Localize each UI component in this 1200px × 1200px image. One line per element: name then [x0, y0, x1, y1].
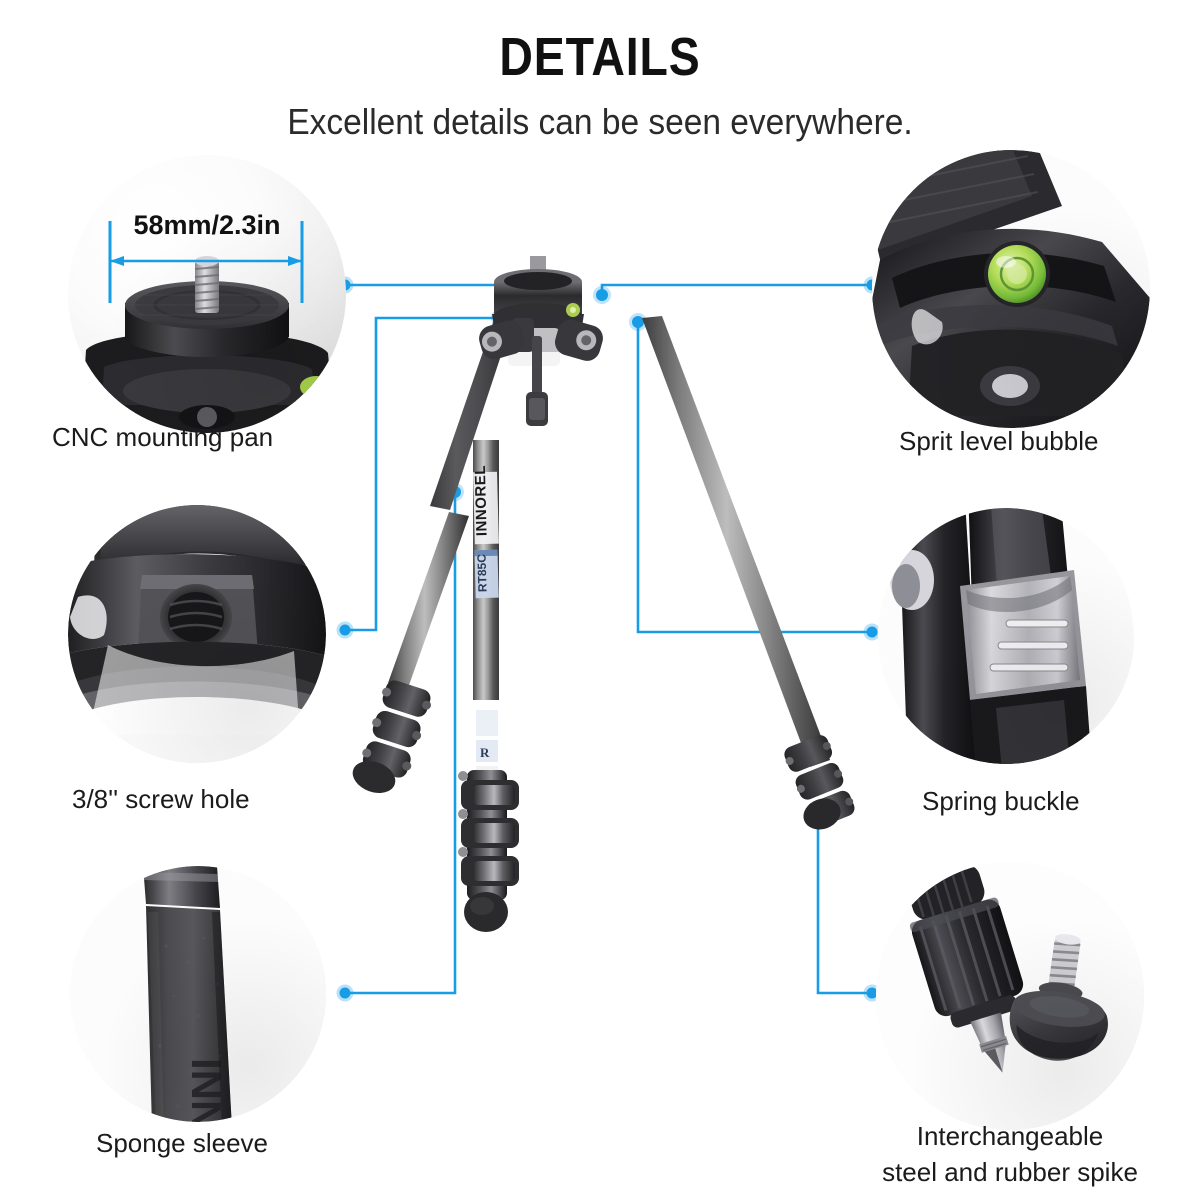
caption-spring-buckle: Spring buckle	[922, 786, 1080, 816]
sprit-level-bubble-image	[872, 150, 1150, 428]
wire-dot	[339, 624, 351, 636]
caption-interchangeable-spike: Interchangeable steel and rubber spike	[876, 1118, 1144, 1190]
callout-bubble-spring-buckle	[878, 508, 1134, 764]
cnc-mounting-pan-image	[80, 256, 336, 433]
caption-sponge-sleeve: Sponge sleeve	[96, 1128, 269, 1158]
anchor-dot-buckle	[632, 316, 644, 328]
caption-screw-hole: 3/8'' screw hole	[72, 784, 250, 814]
right-leg	[642, 316, 855, 830]
center-column-flip-locks	[458, 770, 519, 932]
wire-sponge-sleeve	[345, 492, 457, 995]
spring-buckle-image	[878, 508, 1134, 764]
callout-bubble-spike	[876, 862, 1144, 1130]
sponge-sleeve-image: INN	[70, 866, 326, 1122]
callout-bubble-sprit-level	[872, 150, 1150, 428]
wire-spring-buckle	[636, 322, 872, 634]
brand-text: INNOREL	[472, 465, 491, 536]
wire-screw-hole	[345, 316, 500, 632]
caption-line-2: steel and rubber spike	[882, 1157, 1138, 1187]
spike-image	[876, 862, 1144, 1130]
page-title: DETAILS	[499, 27, 701, 87]
anchor-dot-level	[596, 289, 608, 301]
caption-line-1: Interchangeable	[916, 1121, 1104, 1151]
screw-hole-image	[68, 505, 326, 763]
wire-dot	[866, 987, 878, 999]
page-header: DETAILS Excellent details can be seen ev…	[0, 0, 1200, 140]
sponge-embossed-logo: INN	[183, 1058, 230, 1122]
dimension-annotation	[108, 221, 304, 303]
callout-bubble-screw-hole	[68, 505, 326, 763]
wire-interchangeable-spike	[816, 812, 872, 995]
callout-bubble-sponge-sleeve: INN	[70, 866, 326, 1122]
svg-text:R: R	[480, 745, 490, 760]
tripod-head	[479, 256, 603, 426]
caption-cnc-mounting-pan: CNC mounting pan	[52, 422, 274, 452]
dimension-label: 58mm/2.3in	[133, 210, 281, 240]
product-photo-tripod: INNOREL RT85C R	[352, 256, 855, 932]
callout-bubble-cnc-mounting-pan	[68, 155, 346, 433]
wire-dot	[339, 987, 351, 999]
center-column: INNOREL RT85C R	[472, 440, 499, 776]
wire-dot	[866, 626, 878, 638]
caption-sprit-level-bubble: Sprit level bubble	[899, 426, 1099, 456]
model-text: RT85C	[475, 554, 490, 593]
page-subtitle: Excellent details can be seen everywhere…	[287, 101, 913, 142]
